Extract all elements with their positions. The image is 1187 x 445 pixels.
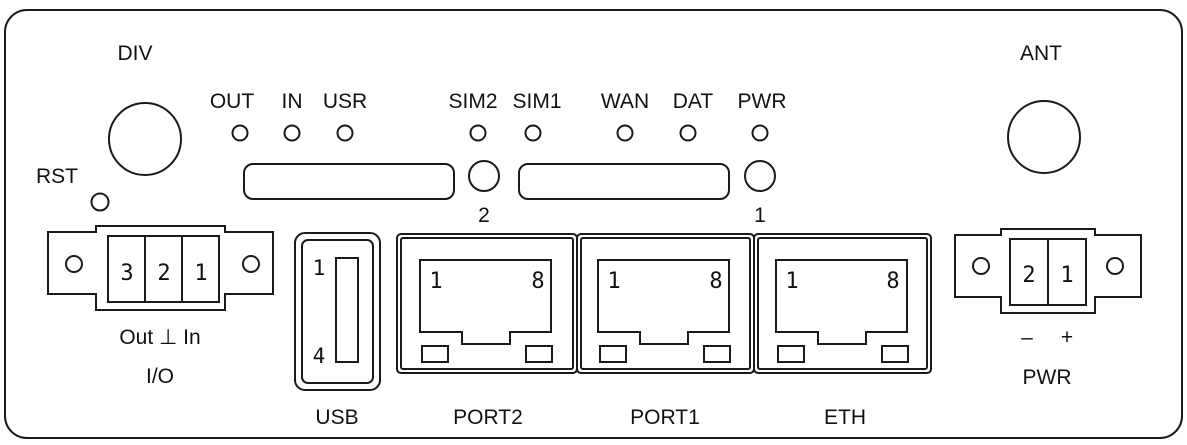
pwr-minus-label: – [1021, 326, 1033, 349]
led-wan [616, 124, 634, 142]
eth-pin-1-label: 1 [785, 269, 798, 294]
pwr-pin-1-label: 1 [1060, 263, 1073, 288]
led-pwr [751, 124, 769, 142]
panel-outline [4, 9, 1183, 439]
io-pin-2-label: 2 [157, 261, 170, 286]
pwr-plus-label: + [1061, 326, 1073, 349]
led-sim1-label: SIM1 [512, 90, 561, 113]
port2-ethernet-jack [396, 233, 578, 374]
led-out [231, 124, 249, 142]
ant-antenna-connector [1007, 100, 1081, 174]
port2-label: PORT2 [453, 406, 523, 429]
port1-label: PORT1 [630, 406, 700, 429]
sim1-index-label: 1 [754, 204, 766, 227]
led-usr-label: USR [323, 90, 367, 113]
eth-label: ETH [824, 406, 866, 429]
usb-pin-4-label: 4 [313, 344, 326, 368]
port1-pin-8-label: 8 [709, 269, 722, 294]
led-sim2 [469, 124, 487, 142]
io-label: I/O [146, 365, 174, 388]
led-dat-label: DAT [673, 90, 714, 113]
ant-label: ANT [1020, 42, 1062, 65]
led-pwr-label: PWR [738, 90, 787, 113]
usb-label: USB [315, 406, 358, 429]
sim2-eject-button [468, 160, 500, 192]
led-in [283, 124, 301, 142]
sim1-eject-button [744, 160, 776, 192]
reset-button [90, 192, 110, 212]
led-out-label: OUT [210, 90, 255, 113]
port2-pin-1-label: 1 [429, 269, 442, 294]
io-pin-1-label: 1 [194, 261, 207, 286]
led-wan-label: WAN [601, 90, 649, 113]
io-pin-3-label: 3 [120, 261, 133, 286]
led-sim1 [524, 124, 542, 142]
led-in-label: IN [282, 90, 303, 113]
port2-pin-8-label: 8 [531, 269, 544, 294]
sim2-slot [243, 163, 455, 200]
port1-ethernet-jack [576, 233, 755, 374]
sim2-index-label: 2 [478, 204, 490, 227]
io-terminal-block [47, 225, 274, 311]
usb-port [294, 232, 381, 391]
pwr-terminal-block [954, 228, 1142, 314]
pwr-pin-2-label: 2 [1022, 263, 1035, 288]
eth-ethernet-jack [753, 233, 932, 374]
rst-label: RST [36, 165, 78, 188]
pwr-label: PWR [1023, 366, 1072, 389]
sim1-slot [518, 163, 730, 200]
io-polarity-label: Out ⊥ In [119, 326, 200, 349]
port1-pin-1-label: 1 [607, 269, 620, 294]
usb-pin-1-label: 1 [313, 256, 326, 280]
div-antenna-connector [108, 102, 182, 176]
led-sim2-label: SIM2 [448, 90, 497, 113]
eth-pin-8-label: 8 [886, 269, 899, 294]
div-label: DIV [117, 42, 152, 65]
led-usr [336, 124, 354, 142]
led-dat [679, 124, 697, 142]
